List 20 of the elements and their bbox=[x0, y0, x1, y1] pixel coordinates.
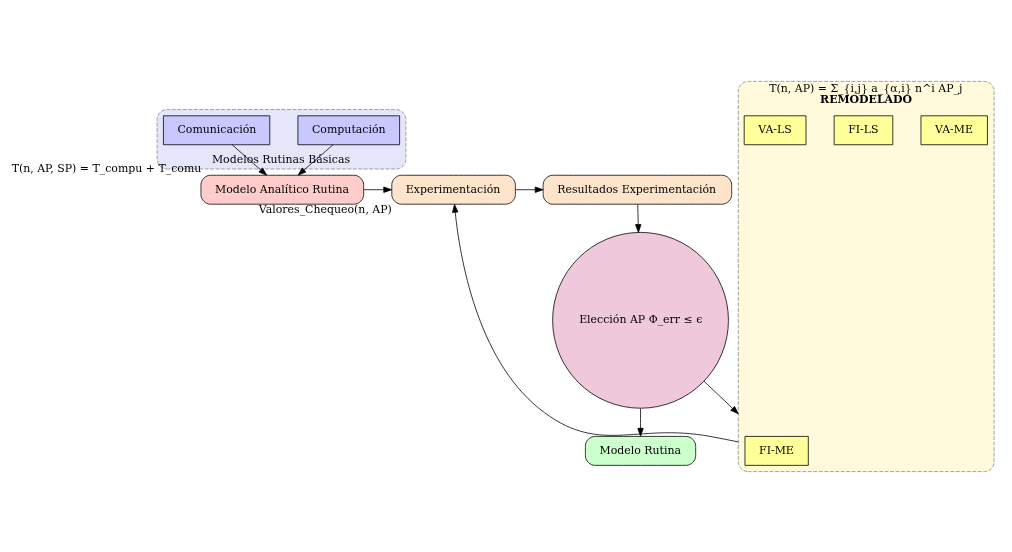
arrow bbox=[637, 407, 644, 437]
node-box: Comunicación bbox=[163, 114, 271, 145]
node-label: Valores_Chequeo(n, AP) bbox=[258, 202, 392, 216]
arrow bbox=[452, 203, 739, 442]
node-box: Experimentación bbox=[391, 174, 516, 205]
node-box: Computación bbox=[297, 114, 400, 145]
node-circle: Elección AP Φ_err ≤ ϵ bbox=[552, 231, 729, 409]
node-box: VA-LS bbox=[743, 114, 807, 145]
arrow bbox=[231, 143, 267, 175]
node-box: VA-ME bbox=[920, 114, 988, 145]
node-box: Modelo Analítico Rutina bbox=[200, 174, 365, 205]
arrow bbox=[635, 203, 642, 233]
arrow bbox=[363, 186, 392, 193]
node-box: Modelo Rutina bbox=[585, 435, 697, 466]
node-box: FI-ME bbox=[744, 435, 809, 466]
node-box: Resultados Experimentación bbox=[542, 174, 733, 205]
node-box: FI-LS bbox=[833, 114, 894, 145]
arrow bbox=[297, 143, 334, 175]
arrow bbox=[515, 186, 544, 193]
arrow bbox=[703, 380, 739, 414]
